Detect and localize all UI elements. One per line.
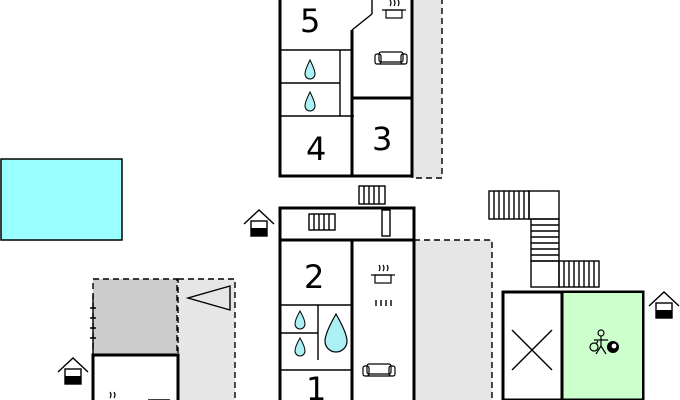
- swimming-pool: [0, 158, 123, 241]
- middle-building: [278, 206, 416, 400]
- water-drop-icon: [304, 58, 316, 80]
- left-terrace: [177, 278, 236, 400]
- radiator-icon: [308, 213, 336, 231]
- stairs-icon: [488, 190, 600, 288]
- sofa-icon: [374, 51, 408, 65]
- entrance-house-icon: [57, 357, 89, 385]
- stairs-icon: [358, 185, 386, 205]
- kitchen-pot-icon: [382, 0, 406, 19]
- left-building: [91, 353, 180, 400]
- room-number-3: 3: [372, 120, 392, 158]
- billiard-ball-icon: [607, 341, 619, 353]
- middle-terrace: [413, 239, 493, 400]
- stove-burner-marks: [375, 300, 392, 306]
- games-room: [562, 293, 642, 399]
- kitchen-pot-icon: [371, 264, 395, 284]
- entrance-house-icon: [243, 209, 275, 237]
- water-drop-icon: [324, 312, 348, 353]
- upper-building: [278, 0, 414, 178]
- room-number-1: 1: [306, 370, 326, 400]
- water-drop-icon: [294, 309, 306, 330]
- storage-cross: [511, 329, 553, 371]
- sofa-icon: [362, 363, 396, 377]
- room-number-4: 4: [306, 130, 326, 168]
- water-drop-icon: [294, 336, 306, 357]
- room-number-2: 2: [304, 258, 324, 296]
- upper-terrace: [411, 0, 443, 179]
- room-number-5: 5: [300, 2, 320, 40]
- carport: [92, 278, 178, 356]
- terrace-arrow-icon: [185, 285, 231, 311]
- table-tennis-icon: [589, 329, 608, 355]
- right-building: [501, 290, 645, 400]
- entrance-house-icon: [648, 291, 680, 319]
- water-drop-icon: [304, 90, 316, 112]
